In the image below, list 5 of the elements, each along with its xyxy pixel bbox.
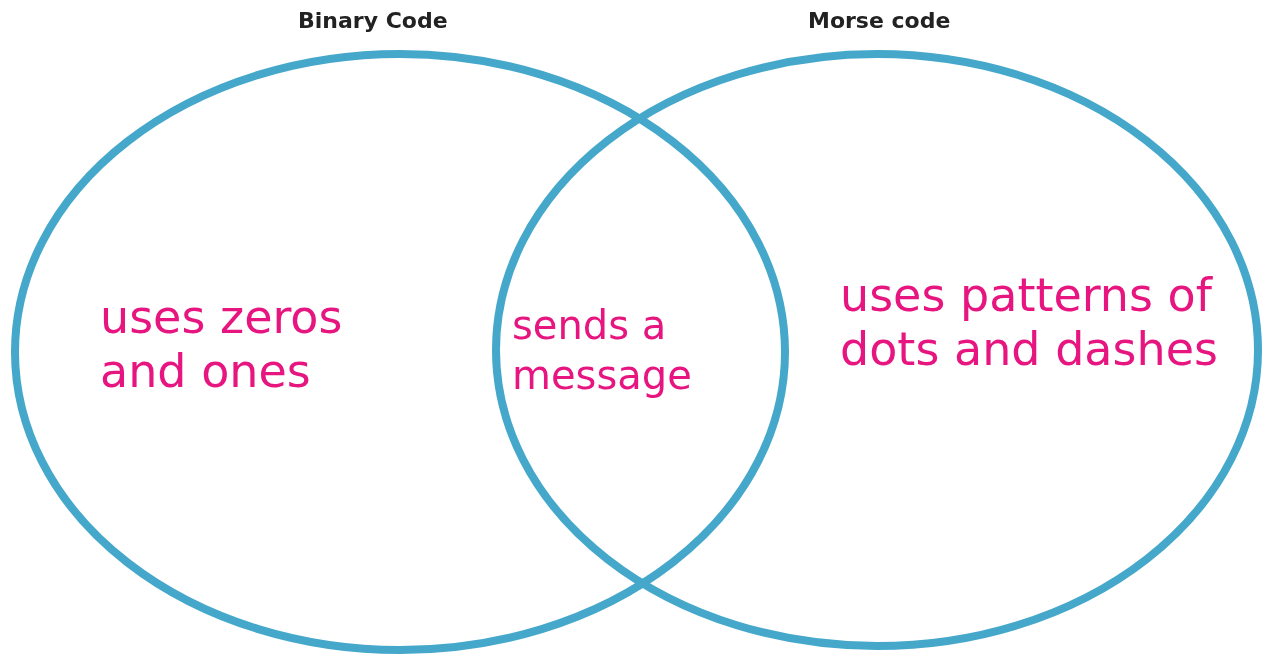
set-description: uses zeros and ones <box>100 290 344 398</box>
set-title: Morse code <box>808 8 951 33</box>
set-title: Binary Code <box>298 8 448 33</box>
set-description: uses patterns of dots and dashes <box>840 268 1219 376</box>
overlap-description: sends a message <box>512 301 693 400</box>
